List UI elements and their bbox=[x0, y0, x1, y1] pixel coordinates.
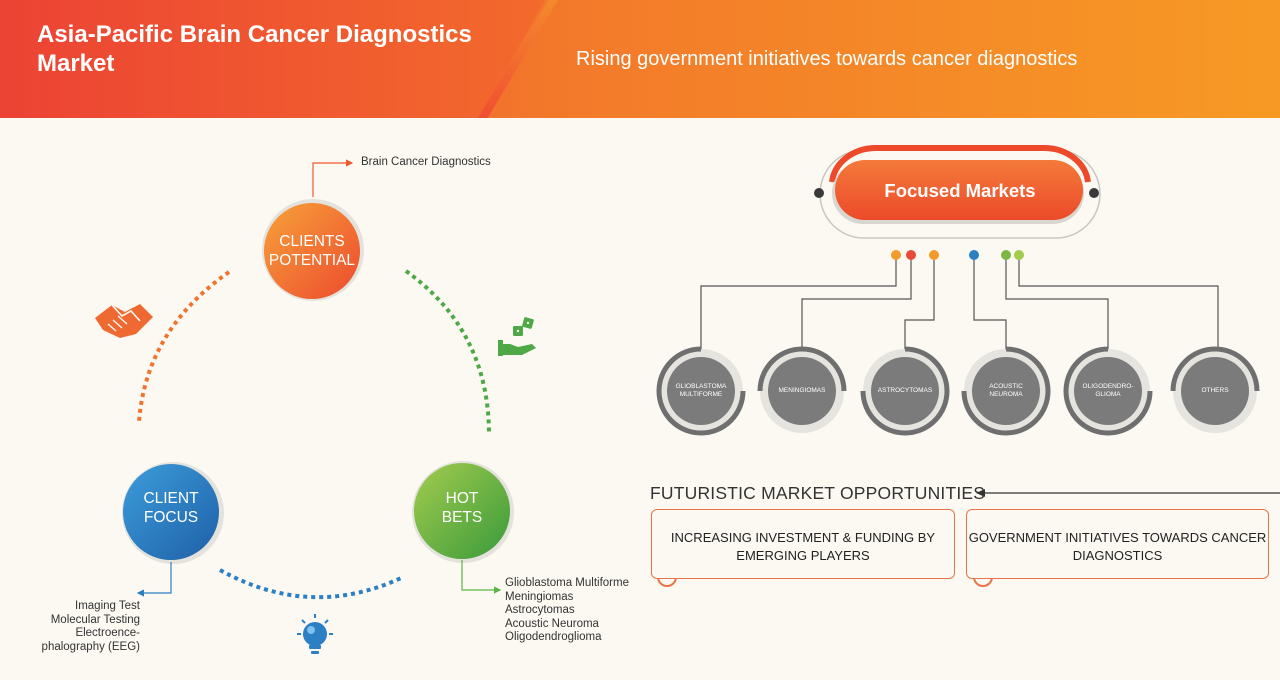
hot-bets-line1: HOT bbox=[445, 490, 479, 507]
client-focus-note: Electroence- bbox=[75, 627, 140, 639]
clients-potential-line2: POTENTIAL bbox=[268, 252, 356, 269]
hot-bets-label: HOT BETS bbox=[414, 489, 510, 527]
clients-potential-note: Brain Cancer Diagnostics bbox=[361, 156, 491, 168]
client-focus-notes: Imaging Test Molecular Testing Electroen… bbox=[20, 600, 140, 654]
handshake-icon bbox=[95, 304, 153, 338]
client-focus-node bbox=[122, 462, 224, 597]
page-title: Asia-Pacific Brain Cancer Diagnostics Ma… bbox=[37, 21, 472, 77]
segment-others-circle bbox=[1170, 346, 1260, 433]
hot-bets-node bbox=[412, 461, 514, 594]
segment-line: MENINGIOMAS bbox=[778, 387, 826, 394]
segment-label-meningiomas: MENINGIOMAS bbox=[767, 387, 837, 395]
page-subtitle: Rising government initiatives towards ca… bbox=[576, 48, 1078, 70]
opportunity-card-government: GOVERNMENT INITIATIVES TOWARDS CANCER DI… bbox=[966, 509, 1269, 579]
segment-acoustic-neuroma-circle bbox=[961, 346, 1051, 436]
client-focus-label: CLIENT FOCUS bbox=[123, 489, 219, 527]
focused-markets-title: Focused Markets bbox=[884, 180, 1036, 201]
clients-potential-label: CLIENTS POTENTIAL bbox=[264, 232, 360, 270]
hot-bets-note: Acoustic Neuroma bbox=[505, 617, 599, 630]
client-focus-line1: CLIENT bbox=[143, 490, 199, 507]
hot-bets-note: Meningiomas bbox=[505, 590, 574, 603]
segment-line: ASTROCYTOMAS bbox=[877, 387, 933, 394]
segment-label-oligodendroglioma: OLIGODENDRO- GLIOMA bbox=[1073, 383, 1143, 399]
clients-potential-node bbox=[262, 159, 364, 301]
opportunity-line: INCREASING INVESTMENT & FUNDING BY bbox=[670, 530, 936, 545]
client-focus-note: phalography (EEG) bbox=[41, 640, 140, 653]
opportunity-text: INCREASING INVESTMENT & FUNDING BY EMERG… bbox=[652, 529, 954, 565]
segment-line: MULTIFORME bbox=[679, 391, 723, 398]
opportunities-title: FUTURISTIC MARKET OPPORTUNITIES bbox=[650, 483, 986, 503]
segment-label-acoustic-neuroma: ACOUSTIC NEUROMA bbox=[971, 383, 1041, 399]
opportunities-arrow bbox=[976, 489, 1280, 497]
segment-line: GLIOMA bbox=[1095, 391, 1121, 398]
lightbulb-icon bbox=[297, 614, 333, 654]
opportunity-line: EMERGING PLAYERS bbox=[736, 548, 870, 563]
opportunity-line: DIAGNOSTICS bbox=[1072, 548, 1163, 563]
segment-dots bbox=[891, 250, 1024, 260]
hot-bets-note: Glioblastoma Multiforme bbox=[505, 577, 629, 589]
segment-label-astrocytomas: ASTROCYTOMAS bbox=[870, 387, 940, 395]
segment-label-others: OTHERS bbox=[1180, 387, 1250, 395]
header-banner: Asia-Pacific Brain Cancer Diagnostics Ma… bbox=[0, 0, 1280, 118]
segment-line: ACOUSTIC bbox=[989, 383, 1023, 390]
arc-blue-dotted bbox=[219, 568, 402, 600]
segment-line: OTHERS bbox=[1201, 387, 1229, 394]
client-focus-note: Imaging Test bbox=[75, 600, 140, 612]
segment-glioblastoma-circle bbox=[656, 346, 746, 436]
opportunity-line: GOVERNMENT INITIATIVES TOWARDS CANCER bbox=[968, 530, 1267, 545]
dice-hand-icon bbox=[498, 317, 536, 356]
hot-bets-note: Oligodendroglioma bbox=[505, 631, 602, 643]
segment-meningiomas-circle bbox=[757, 346, 847, 433]
arc-green-dotted bbox=[404, 269, 491, 433]
segment-oligodendroglioma-circle bbox=[1063, 346, 1153, 436]
clients-potential-line1: CLIENTS bbox=[279, 233, 345, 250]
hot-bets-notes: Glioblastoma Multiforme Meningiomas Astr… bbox=[505, 577, 629, 645]
segment-line: GLIOBLASTOMA bbox=[675, 383, 727, 390]
client-focus-note: Molecular Testing bbox=[50, 613, 140, 626]
segment-astrocytomas-circle bbox=[860, 346, 950, 436]
segment-label-glioblastoma: GLIOBLASTOMA MULTIFORME bbox=[666, 383, 736, 399]
header-left-panel bbox=[0, 0, 545, 118]
opportunity-card-investment: INCREASING INVESTMENT & FUNDING BY EMERG… bbox=[651, 509, 955, 579]
segment-connectors bbox=[700, 256, 1219, 355]
arc-orange-dotted bbox=[137, 270, 231, 423]
opportunity-text: GOVERNMENT INITIATIVES TOWARDS CANCER DI… bbox=[967, 529, 1268, 565]
hot-bets-line2: BETS bbox=[441, 509, 483, 526]
client-focus-line2: FOCUS bbox=[143, 509, 199, 526]
segment-line: NEUROMA bbox=[989, 391, 1023, 398]
hot-bets-note: Astrocytomas bbox=[505, 604, 575, 616]
focused-markets-header bbox=[814, 144, 1101, 239]
segment-line: OLIGODENDRO- bbox=[1082, 383, 1134, 390]
